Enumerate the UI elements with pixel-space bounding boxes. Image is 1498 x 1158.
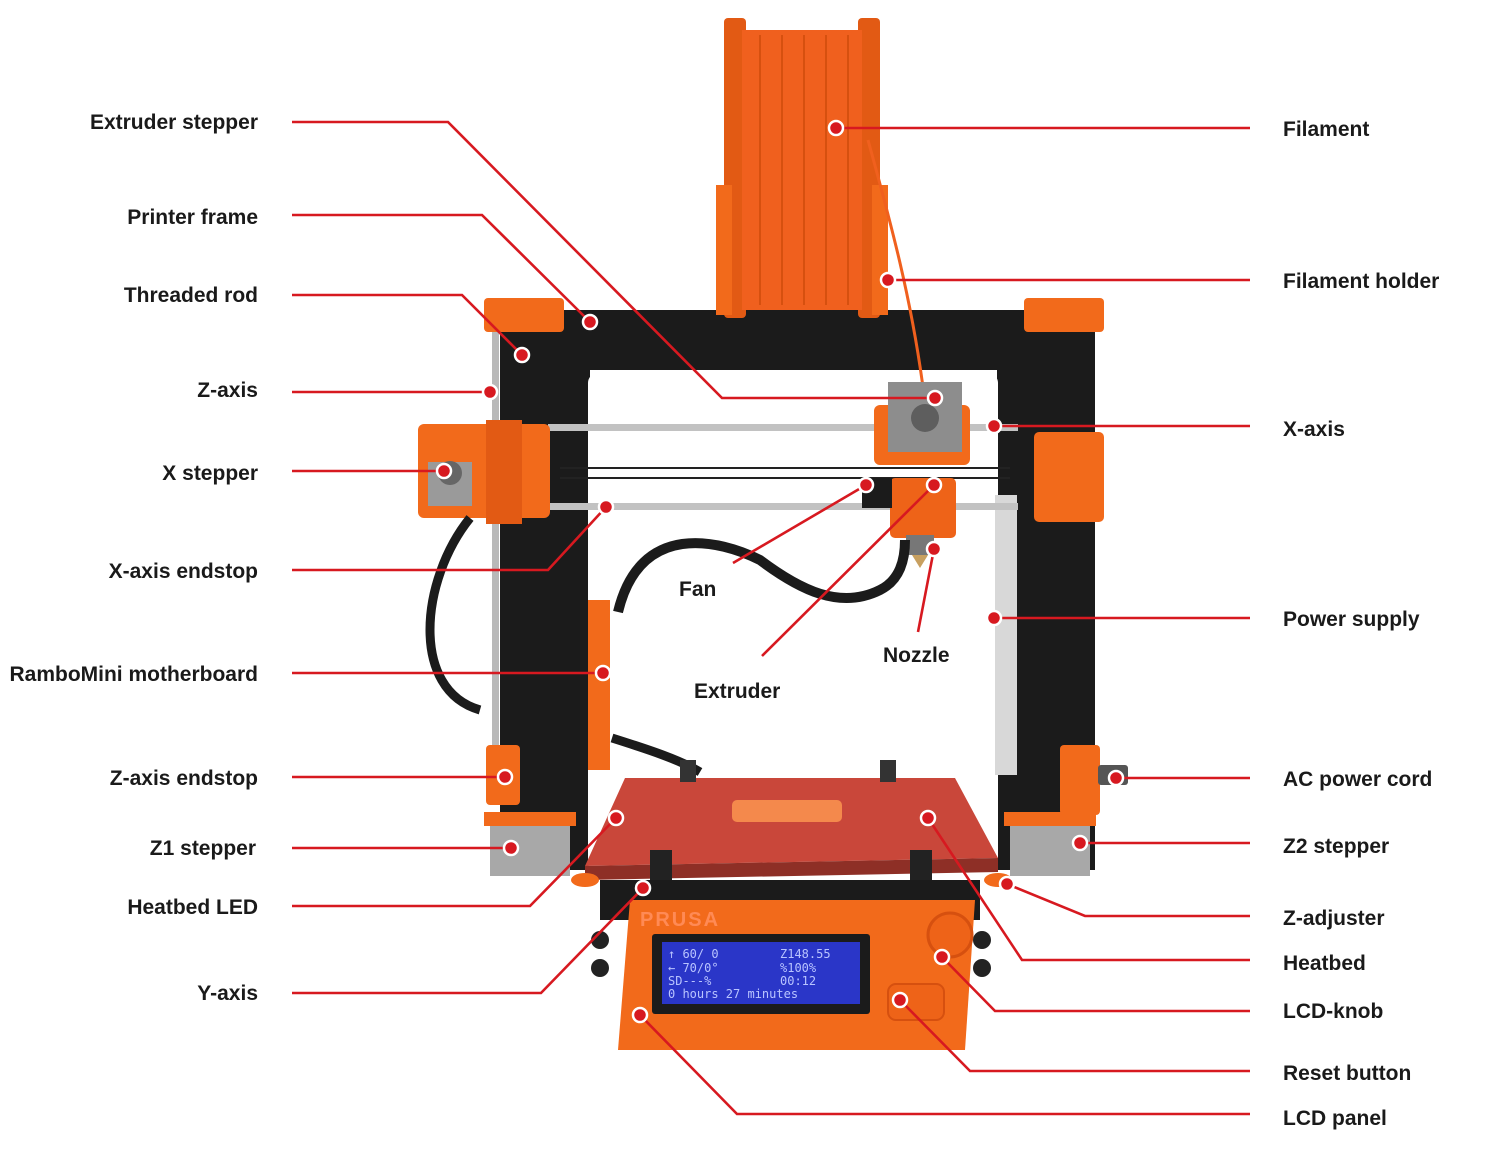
- filament-strand: [866, 139, 926, 396]
- label-z-adjuster: Z-adjuster: [1283, 907, 1385, 930]
- left-threaded-rod: [492, 300, 499, 760]
- x-axis-rod-top: [548, 424, 1018, 431]
- lcd-line3-left: SD---%: [668, 974, 712, 988]
- labels-center: Fan Extruder Nozzle: [679, 578, 950, 703]
- leader-fan: [732, 483, 867, 565]
- extruder-cable: [613, 538, 910, 614]
- printer-brand-text: PRUSA: [640, 909, 720, 931]
- label-heatbed: Heatbed: [1283, 952, 1366, 975]
- label-extruder-stepper: Extruder stepper: [90, 111, 258, 134]
- label-x-stepper: X stepper: [162, 462, 258, 485]
- label-printer-frame: Printer frame: [127, 206, 258, 229]
- label-rambomini-motherboard: RamboMini motherboard: [9, 663, 258, 686]
- label-nozzle: Nozzle: [883, 644, 950, 667]
- label-x-axis-endstop: X-axis endstop: [109, 560, 258, 583]
- top-left-corner-piece: [484, 298, 564, 332]
- leader-lines: [292, 119, 1250, 1116]
- label-lcd-knob: LCD-knob: [1283, 1000, 1383, 1023]
- leader-y-axis: [292, 887, 644, 995]
- lcd-line1-left: ↑ 60/ 0: [668, 947, 719, 961]
- lcd-unit: PRUSA ↑ 60/ 0 Z148.55 ← 70/0° %100% SD--…: [591, 900, 991, 1050]
- label-filament: Filament: [1283, 118, 1369, 141]
- label-threaded-rod: Threaded rod: [124, 284, 258, 307]
- x-stepper-cable: [425, 515, 482, 715]
- rambomini-case: [588, 600, 610, 770]
- leader-lcd-knob: [941, 956, 1250, 1013]
- lcd-line3-right: 00:12: [780, 974, 816, 988]
- label-x-axis: X-axis: [1283, 418, 1345, 441]
- leader-threaded-rod: [292, 293, 523, 356]
- leader-lcd-panel: [639, 1014, 1250, 1116]
- leader-printer-frame: [292, 213, 591, 323]
- printer-illustration: PRUSA ↑ 60/ 0 Z148.55 ← 70/0° %100% SD--…: [418, 18, 1128, 1050]
- power-supply-body: [995, 495, 1017, 775]
- labels-right: Filament Filament holder X-axis Power su…: [1283, 118, 1439, 1130]
- label-extruder: Extruder: [694, 680, 780, 703]
- label-z-axis-endstop: Z-axis endstop: [110, 767, 258, 790]
- x-end-right: [1034, 432, 1104, 522]
- leader-heatbed-led: [292, 817, 617, 908]
- leader-nozzle: [916, 548, 936, 633]
- lcd-knob: [926, 911, 974, 959]
- label-reset-button: Reset button: [1283, 1062, 1411, 1085]
- label-z1-stepper: Z1 stepper: [150, 837, 256, 860]
- label-lcd-panel: LCD panel: [1283, 1107, 1387, 1130]
- lcd-screen: [662, 942, 860, 1004]
- label-ac-power-cord: AC power cord: [1283, 768, 1432, 791]
- leader-heatbed: [926, 817, 1250, 962]
- leader-x-axis-endstop: [292, 506, 607, 572]
- leader-z-adjuster: [1006, 882, 1250, 918]
- leader-extruder-stepper: [292, 120, 935, 400]
- label-y-axis: Y-axis: [197, 982, 258, 1005]
- label-z-axis: Z-axis: [197, 379, 258, 402]
- x-end-left: [418, 420, 550, 524]
- lcd-line2-left: ← 70/0°: [668, 961, 719, 975]
- label-filament-holder: Filament holder: [1283, 270, 1439, 293]
- filament-spool: [716, 18, 888, 318]
- labels-left: Extruder stepper Printer frame Threaded …: [9, 111, 258, 1005]
- lcd-line2-right: %100%: [780, 961, 817, 975]
- leader-extruder: [761, 484, 935, 657]
- label-heatbed-led: Heatbed LED: [127, 896, 258, 919]
- label-z2-stepper: Z2 stepper: [1283, 835, 1389, 858]
- x-axis-rod-bottom: [548, 503, 1018, 510]
- label-power-supply: Power supply: [1283, 608, 1420, 631]
- top-right-corner-piece: [1024, 298, 1104, 332]
- label-fan: Fan: [679, 578, 716, 601]
- heatbed-assembly: [571, 760, 1012, 887]
- leader-reset-button: [899, 999, 1250, 1073]
- lcd-line4: 0 hours 27 minutes: [668, 987, 798, 1001]
- lcd-line1-right: Z148.55: [780, 947, 831, 961]
